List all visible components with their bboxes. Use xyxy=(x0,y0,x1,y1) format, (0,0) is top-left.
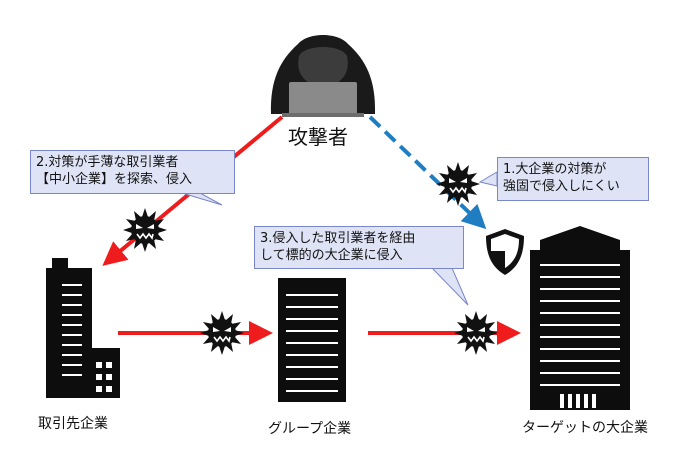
callout-1: 1.大企業の対策が 強固で侵入しにくい xyxy=(497,157,649,201)
callout-2-line1: 2.対策が手薄な取引業者 xyxy=(36,155,179,170)
callout-1-line1: 1.大企業の対策が xyxy=(503,162,607,177)
callout-1-line2: 強固で侵入しにくい xyxy=(503,179,620,194)
group-company-label: グループ企業 xyxy=(268,421,352,437)
shield-icon xyxy=(486,229,524,275)
callout-1-tail xyxy=(478,171,498,187)
building-icon xyxy=(46,258,120,398)
callout-2: 2.対策が手薄な取引業者 【中小企業】を探索、侵入 xyxy=(30,150,235,194)
building-icon xyxy=(530,226,630,410)
attacker-label: 攻撃者 xyxy=(288,125,348,149)
virus-icon xyxy=(199,310,245,356)
virus-icon xyxy=(453,310,499,356)
callout-3: 3.侵入した取引業者を経由 して標的の大企業に侵入 xyxy=(254,226,464,269)
callout-2-tail xyxy=(181,192,223,206)
hacker-icon xyxy=(270,35,376,117)
callout-2-line2: 【中小企業】を探索、侵入 xyxy=(36,172,193,187)
building-icon xyxy=(278,278,346,402)
blocked-arrow-to-target xyxy=(368,115,487,230)
callout-3-line1: 3.侵入した取引業者を経由 xyxy=(260,231,416,246)
callout-3-line2: して標的の大企業に侵入 xyxy=(260,248,403,263)
virus-icon xyxy=(435,161,481,207)
target-company-label: ターゲットの大企業 xyxy=(522,420,648,436)
callout-3-tail xyxy=(430,267,469,306)
supplier-label: 取引先企業 xyxy=(38,416,108,432)
